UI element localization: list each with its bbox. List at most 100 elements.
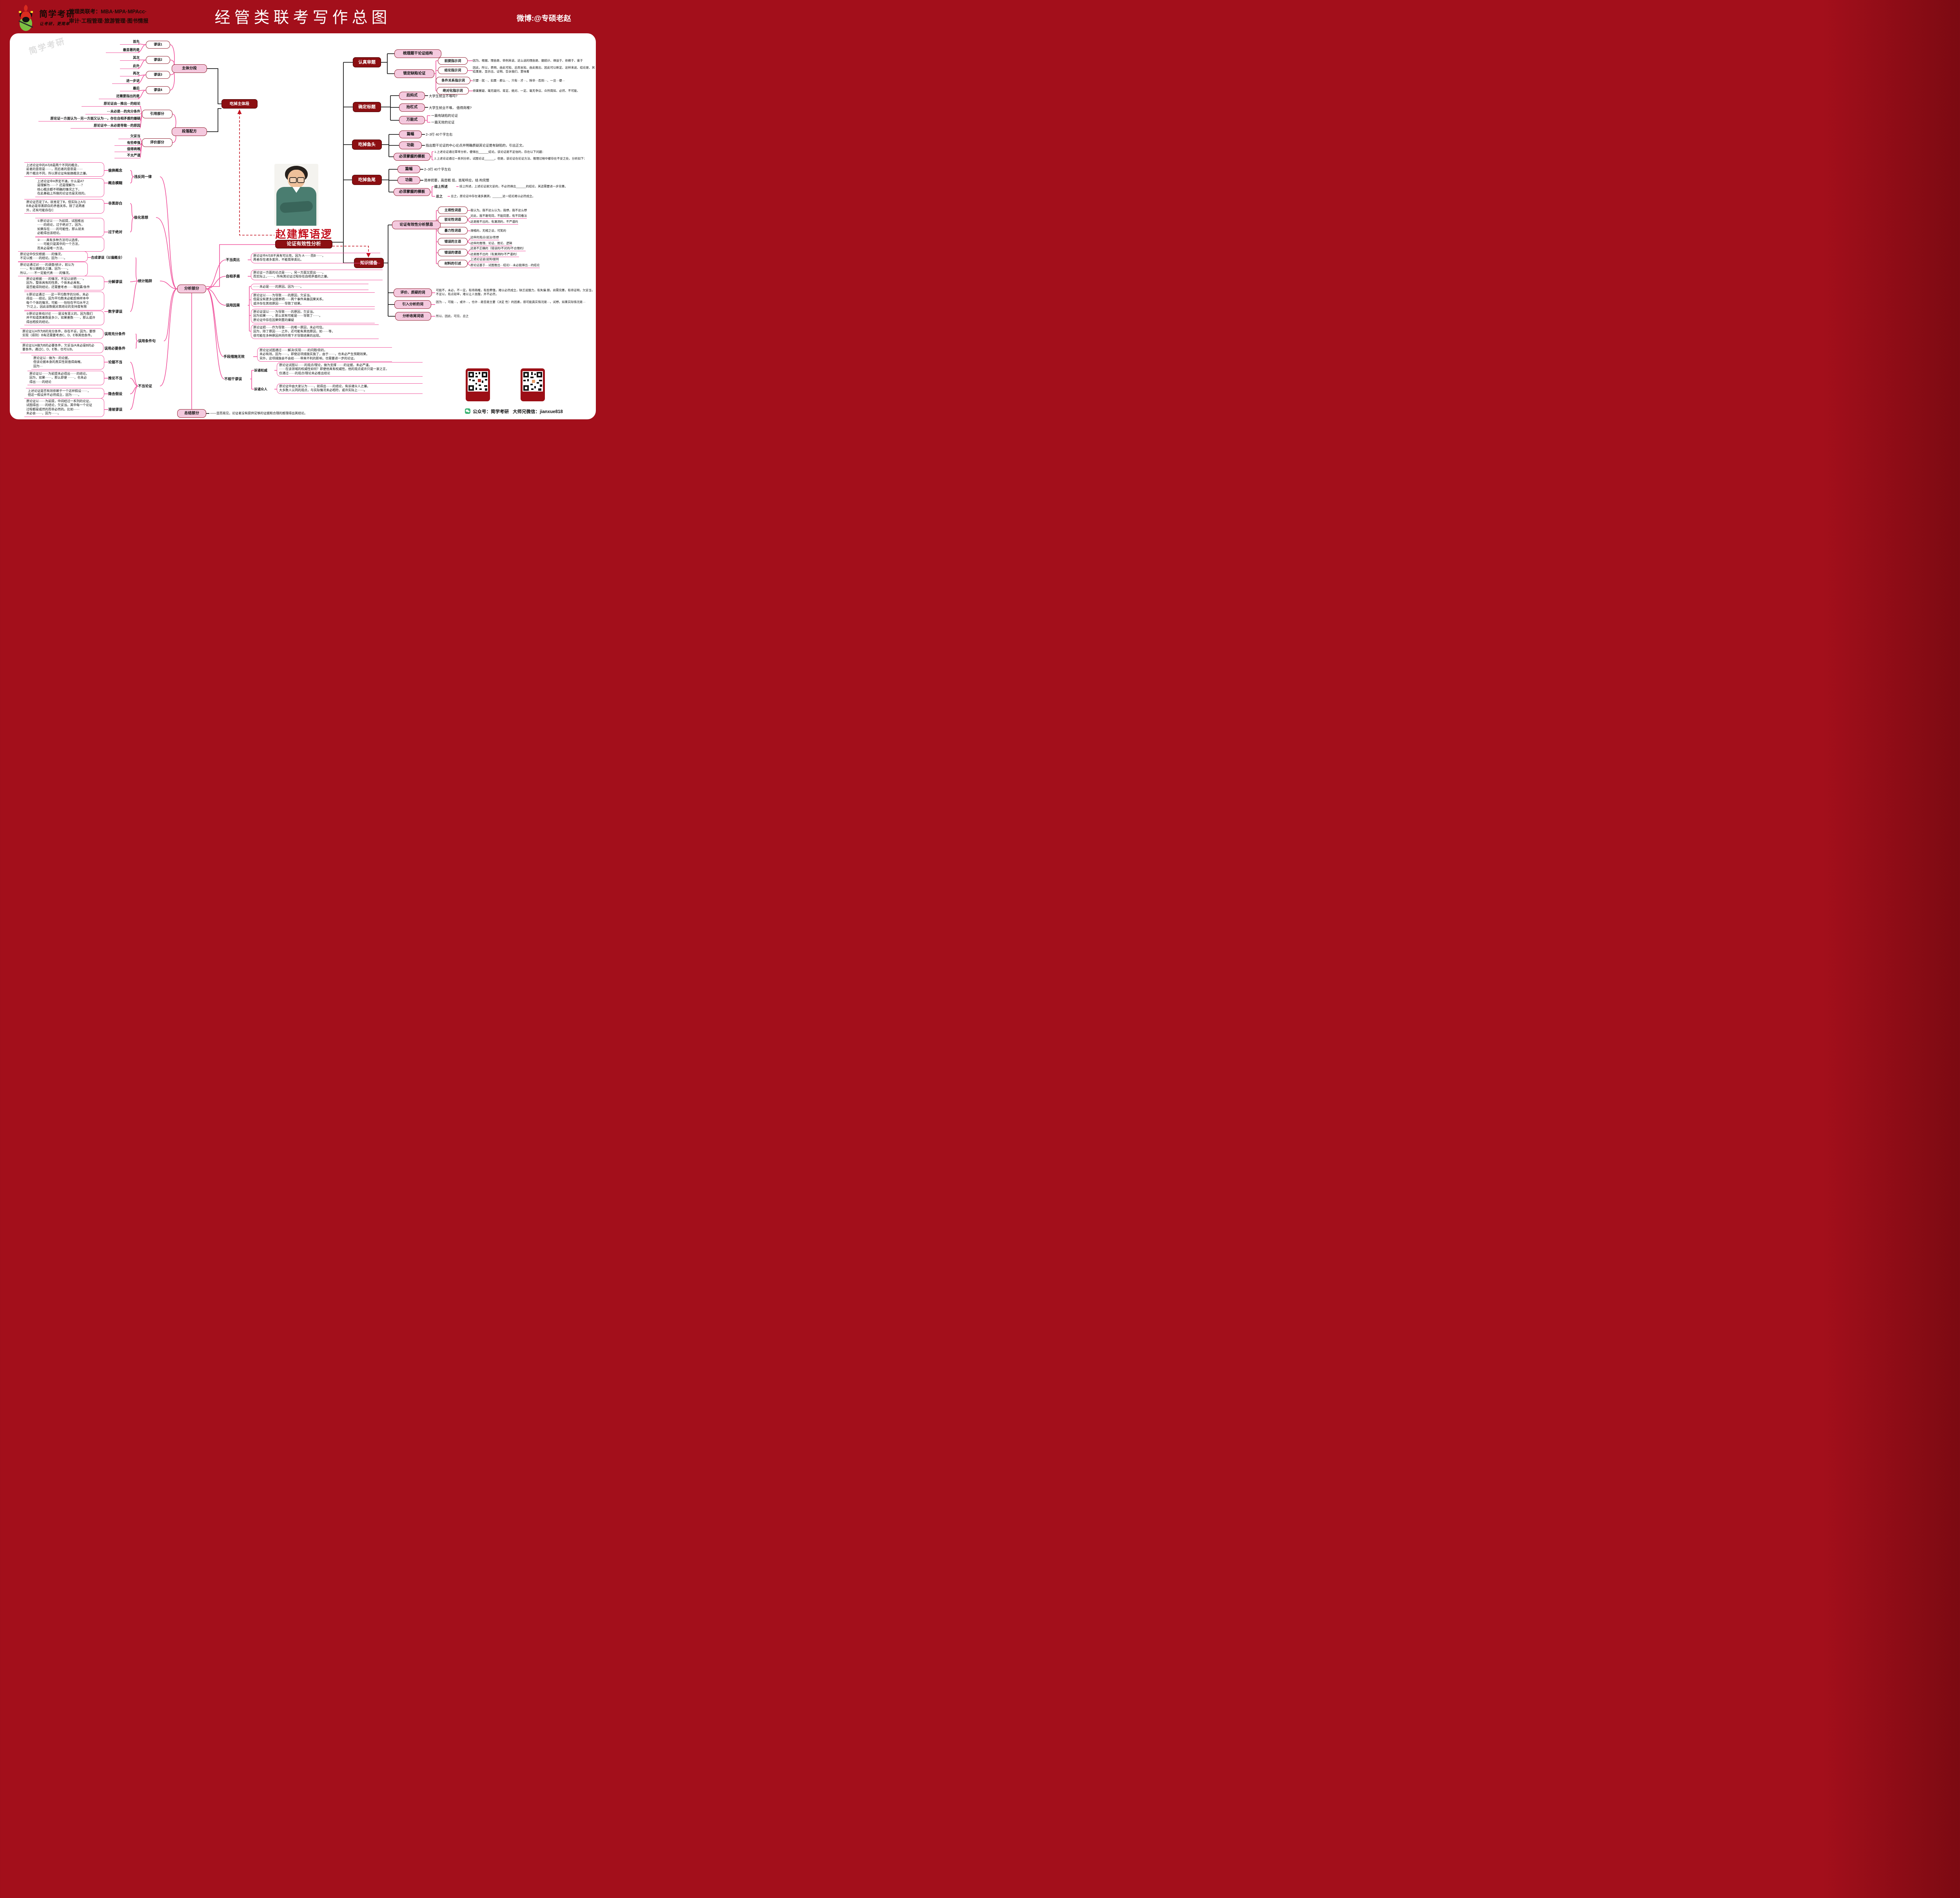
cue-first: 首先: [120, 40, 140, 45]
glasses-right-icon: [297, 177, 305, 183]
node-eval-doubt-words: 评价、质疑的词: [394, 288, 432, 297]
text-slippery-slope: 原论证以······为前提，中间经过一系列的论证， 试图得出······的结论，…: [24, 398, 104, 417]
footer-wechat: 大师兄微信：jianxue818: [513, 410, 563, 414]
node-universal-style: 万能式: [399, 116, 425, 124]
text-bad-evidence: 原论证以···做为···的论据， 但该论据本身的真实性就值得商榷。 因为···: [31, 355, 104, 370]
text-eval-doubt-words: 可能不，未必，不一定，有待商榷，有些牵强，难以必然成立，缺乏说服力，有失偏 颇，…: [436, 288, 595, 296]
text-stepmother: 大学生就业不难吗?: [429, 94, 457, 98]
node-review-question: 认真审题: [353, 57, 381, 67]
text-subjective: 我认为。我不这么认为，我想，我不这么想: [470, 208, 527, 212]
node-quote-part: 引用部分: [142, 110, 172, 118]
node-rebuttal-words: 驳论性词语: [438, 216, 468, 223]
label-concept-vague: 概念模糊: [108, 181, 123, 185]
text-in-summary: 综上所述，上述论证是欠妥的，不必然得出______的结论，其还需要进一步完善。: [459, 185, 568, 188]
cue-point-out: 还需要指出的是: [99, 94, 140, 99]
text-citation-2: 原论证基于···试图推出···结论/···未必能得出···的结论: [470, 263, 540, 268]
cue-further: 进一步讲: [112, 79, 140, 84]
text-violent: 滑稽的，无稽之谈，可笑的: [470, 229, 506, 232]
eval-line-4: 不太严谨: [114, 153, 140, 158]
node-sort-structure: 梳理题干论证结构: [394, 49, 441, 58]
text-head-length: 2–3行 40个字左右: [426, 132, 453, 136]
page-title: 经管类联考写作总图: [214, 9, 391, 26]
label-in-short: 总之: [436, 194, 443, 198]
text-wrong-predicate-2: 这是推不出的（有漏洞的/不严谨的）: [470, 252, 519, 257]
text-hidden-assumption: 上述论证是否有效依赖于一个这样假设······， 但这一假设并不必然成立，因为·…: [26, 388, 104, 399]
node-wrong-subject: 错误的主语: [438, 238, 468, 245]
node-intro-analysis-words: 引入分析的词: [394, 300, 431, 309]
text-condition-words: 只要···就···、如果···那么···、只有···才···、除非···否则··…: [473, 79, 565, 82]
qr-frame-account: [466, 368, 490, 401]
text-conclusion-words: 因此，所以，表明、由此可知、总而言知、由此推出、因此可以断定、这样来说、结论是、…: [473, 66, 595, 74]
footer-account: 公众号：简学考研: [473, 410, 509, 414]
node-body-segment: 主体分段: [172, 64, 207, 73]
node-analysis-part: 分析部分: [177, 285, 206, 293]
label-composition-fallacy: 合成谬误（以偏概全）: [91, 256, 125, 259]
label-concept-swap: 偷换概念: [108, 169, 123, 172]
node-eat-body: 吃掉主体段: [221, 99, 258, 109]
text-wrong-subject-2: 这样的推理、论证、推论、逻辑: [470, 241, 512, 246]
poster: { "header":{ "logo_title":"简学考研", "logo_…: [0, 0, 606, 428]
node-fallacy-3: 谬误3: [146, 71, 170, 79]
logo-title: 简学考研: [39, 10, 75, 19]
text-ineffective-measure: 原论证试图通过······解决/实现······的问题/目的， 未必有效。因为·…: [257, 347, 392, 362]
text-causal-1: ······未必是······的原因。因为······。: [251, 284, 368, 290]
node-fallacy-4: 谬误4: [146, 86, 170, 94]
label-ineffective-measure: 手段措施无效: [223, 355, 245, 359]
cue-third: 再次: [120, 71, 140, 76]
label-bad-inference: 推论不当: [108, 376, 123, 380]
node-material-citation: 材料的引述: [438, 260, 468, 267]
node-paragraph-recipe: 段落配方: [172, 127, 207, 136]
node-tail-length: 篇幅: [397, 165, 420, 173]
text-tail-length: 2–3行 40个字左右: [424, 167, 451, 171]
text-wrong-subject-1: 这样的观点/说法/思想: [470, 236, 499, 240]
label-same-law: 违反同一律: [134, 175, 152, 179]
text-sufficient: 原论证以A作为B的充分条件，存在不妥。因为，要想 实现（得到）B有还需要考虑C、…: [20, 328, 103, 339]
node-choose-title: 确定标题: [353, 102, 381, 112]
wechat-icon: [465, 408, 470, 414]
text-necessary: 原论证以A做为B的必要条件，欠妥当/A未必是B的必 要条件。通过C、D、E等，也…: [20, 343, 103, 353]
node-eval-part: 评价部分: [142, 138, 172, 147]
label-division-fallacy: 分解谬误: [108, 280, 123, 284]
text-tail-function: 简单扼要，高度概 括，首尾呼应，结 构完整: [424, 178, 490, 182]
node-fallacy-1: 谬误1: [146, 41, 170, 49]
quote-line-1: 原论证由···推出···的结论: [82, 102, 140, 107]
text-black-white: 原论证否定了A，就肯定了B，但实际上A与 B未必是非黑即白的矛盾关系。除了这两者…: [24, 199, 104, 214]
text-improper-analogy: 原论证中A与B不具有可比性。因为 A······而B······， 两者存在诸多…: [251, 253, 380, 263]
node-premise-indicator: 前提指示词: [438, 57, 468, 65]
program-line-1: 管理类联考：MBA·MPA·MPAcc·: [69, 9, 147, 15]
person-name: 赵建辉语逻: [275, 228, 332, 240]
label-necessary-misuse: 误用必要条件: [104, 346, 126, 350]
text-appeal-authority: 原论证试图以······的观点/理论，做为支撑 ······的证据，未必严谨。 …: [277, 362, 423, 377]
text-too-absolute-1: ①原论证以······为前提，试图推出 ······的结论，过于绝对了。因为， …: [35, 218, 104, 237]
node-closing-words: 分析收尾词语: [395, 312, 431, 321]
cue-besides: 此外: [120, 64, 140, 69]
canvas-board: [10, 33, 596, 419]
qr-frame-wechat: [521, 368, 545, 401]
label-too-absolute: 过于绝对: [108, 230, 123, 234]
program-line-2: 审计·工程管理·旅游管理·图书情报: [69, 18, 149, 24]
text-self-contradiction: 原论证一方面的论点是······，另一方面又提出······。 而实际上，···…: [251, 270, 383, 280]
eval-line-2: 有些牵强: [114, 141, 140, 146]
label-polarized: 极化思想: [134, 216, 149, 219]
mascot-logo-icon: [16, 3, 36, 31]
label-sufficient-misuse: 误用充分条件: [104, 332, 126, 336]
text-universal-2: 一篇无效的论证: [431, 120, 455, 124]
qr-code-account: [468, 371, 488, 392]
node-fish-head: 吃掉鱼头: [352, 140, 382, 150]
text-number-1: ①原论证通过······这一平均数字的分析，未必 得出······结论。因为平均…: [24, 292, 104, 310]
label-self-contradiction: 自相矛盾: [226, 274, 240, 278]
node-taboo: 论证有效性分析禁忌: [392, 221, 441, 229]
node-lock-flaws: 锁定缺陷论证: [394, 69, 434, 78]
text-causal-3: 原论证误以······为导致······的原因，欠妥当。 因为如果······，…: [251, 309, 375, 324]
text-citation-1: 上述论证说/说到/提到: [470, 257, 499, 262]
node-conclusion-indicator: 结论指示词: [438, 67, 468, 74]
node-tail-function: 功能: [397, 176, 420, 184]
label-hidden-assumption: 隐含假设: [108, 392, 123, 396]
node-condition-indicator: 条件关系指示词: [436, 77, 470, 84]
node-tail-template: 必须掌握的模板: [394, 188, 430, 196]
text-head-function: 指出题干论证的中心论点并明确质疑其论证是有缺陷的，引出正文。: [426, 143, 526, 147]
node-contrarian-style: 抬杠式: [399, 103, 425, 112]
text-intro-analysis-words: 因为···，可能···，或许···，也许···是否是主要（决定 性）的因素，很可…: [436, 300, 586, 304]
text-contrarian: 大学生就业不难， 值得商榷?: [429, 106, 472, 110]
summary-text: ——显而易见，论证者没有提供足够的证据和合理的推理得出其结论。: [210, 412, 307, 415]
